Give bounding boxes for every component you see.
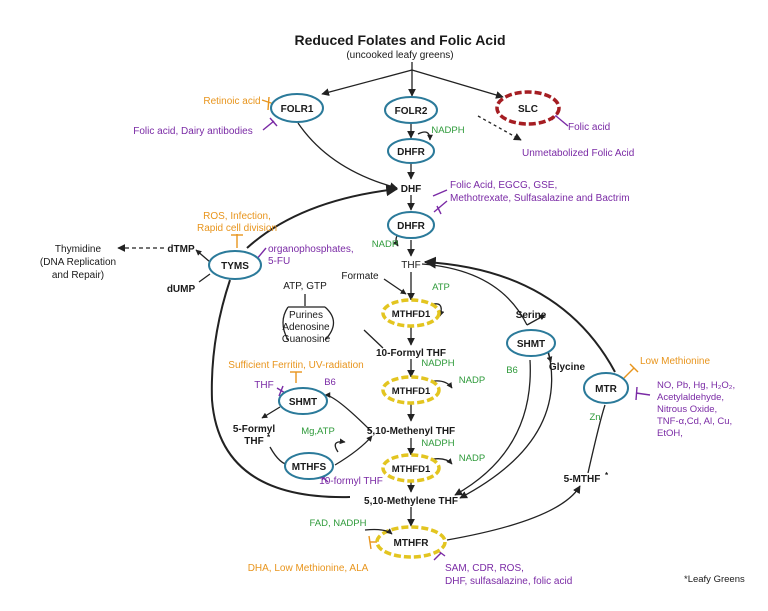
inhibitor-folr1: Folic acid, Dairy antibodies xyxy=(133,126,253,137)
enzyme-mtr: MTR xyxy=(583,372,629,404)
enzyme-tyms-label: TYMS xyxy=(221,261,249,272)
inhibitor-mtr-line4: TNF-α,Cd, Al, Cu, xyxy=(657,416,732,427)
inhibitor-mthfr-line1: SAM, CDR, ROS, xyxy=(445,563,524,574)
enzyme-slc: SLC xyxy=(495,90,561,126)
cofactor-nadph-mthfd1-mid: NADPH xyxy=(421,358,454,369)
cofactor-b6-right: B6 xyxy=(506,365,518,376)
cofactor-zn: Zn xyxy=(589,412,600,423)
enzyme-dhfr-bottom: DHFR xyxy=(387,211,435,239)
metabolite-10-formyl-thf: 10-Formyl THF xyxy=(376,348,446,359)
metabolite-thf: THF xyxy=(401,260,420,271)
metabolite-5-formyl-line2: THF xyxy=(244,436,263,447)
enzyme-tyms: TYMS xyxy=(208,250,262,280)
purines-group: ATP, GTP Purines Adenosine Guanosine xyxy=(282,281,335,345)
metabolite-5-mthf: 5-MTHF xyxy=(564,474,601,485)
metabolite-methenyl-thf: 5,10-Methenyl THF xyxy=(367,426,455,437)
cofactor-nadp-dhfr: NADP xyxy=(372,239,398,250)
metabolite-dump: dUMP xyxy=(167,284,196,295)
inhibitor-tyms-line1: organophosphates, xyxy=(268,244,354,255)
adenosine-label: Adenosine xyxy=(282,322,330,333)
inhibitor-mthfr-line2: DHF, sulfasalazine, folic acid xyxy=(445,576,572,587)
enzyme-mthfd1-bottom: MTHFD1 xyxy=(381,453,441,483)
enzyme-shmt-left: SHMT xyxy=(278,387,328,415)
enzyme-slc-label: SLC xyxy=(518,104,538,115)
enhancer-ferritin: Sufficient Ferritin, UV-radiation xyxy=(228,360,363,371)
cofactor-b6-left: B6 xyxy=(324,377,336,388)
enhancer-ros-line1: ROS, Infection, xyxy=(203,211,271,222)
enhancer-ros-line2: Rapid cell division xyxy=(197,223,277,234)
inhibitor-mtr-line3: Nitrous Oxide, xyxy=(657,404,717,415)
enhancer-dha: DHA, Low Methionine, ALA xyxy=(248,563,369,574)
enzyme-folr2: FOLR2 xyxy=(384,96,438,124)
cofactor-nadph-dhfr: NADPH xyxy=(431,125,464,136)
cofactor-fad-nadph: FAD, NADPH xyxy=(309,518,366,529)
diagram-subtitle: (uncooked leafy greens) xyxy=(346,50,453,61)
enzyme-folr2-label: FOLR2 xyxy=(395,106,428,117)
purines-label: Purines xyxy=(289,310,323,321)
metabolite-dtmp: dTMP xyxy=(167,244,195,255)
enzyme-mthfs-label: MTHFS xyxy=(292,462,327,473)
thymidine-line1: Thymidine xyxy=(55,244,102,255)
metabolite-5-formyl-line1: 5-Formyl xyxy=(233,424,275,435)
enzyme-shmt-left-label: SHMT xyxy=(289,397,317,408)
enzyme-mthfd1-mid: MTHFD1 xyxy=(381,375,441,405)
enzyme-folr1: FOLR1 xyxy=(270,93,324,123)
inhibitor-dhfr-line2: Methotrexate, Sulfasalazine and Bactrim xyxy=(450,193,630,204)
metabolite-formate: Formate xyxy=(341,271,379,282)
metabolite-methylene-thf: 5,10-Methylene THF xyxy=(364,496,458,507)
cofactor-atp-mthfd1: ATP xyxy=(432,282,450,293)
inhibitor-slc: Folic acid xyxy=(568,122,610,133)
inhibitor-mtr-line5: EtOH, xyxy=(657,428,683,439)
thf-small-label: THF xyxy=(254,380,273,391)
metabolite-dhf: DHF xyxy=(401,184,422,195)
metabolite-5-mthf-star: * xyxy=(605,471,609,480)
footnote-leafy-greens: *Leafy Greens xyxy=(684,574,745,585)
cofactor-mg-atp: Mg,ATP xyxy=(301,426,335,437)
cofactor-nadph-mthfd1-bottom: NADPH xyxy=(421,438,454,449)
metabolite-5-formyl-star: * xyxy=(267,433,271,442)
cofactor-nadp-mthfd1-mid: NADP xyxy=(459,375,485,386)
inhibitor-mtr-line2: Acetylaldehyde, xyxy=(657,392,724,403)
thymidine-line3: and Repair) xyxy=(52,270,104,281)
enzyme-shmt-right-label: SHMT xyxy=(517,339,545,350)
metabolite-serine: Serine xyxy=(516,310,547,321)
enzyme-mthfd1-top: MTHFD1 xyxy=(381,298,441,328)
enzyme-dhfr-top: DHFR xyxy=(387,138,435,164)
diagram-title: Reduced Folates and Folic Acid xyxy=(294,32,505,48)
10-formyl-thf-small: 10-formyl THF xyxy=(319,476,383,487)
enzyme-mthfd1-bottom-label: MTHFD1 xyxy=(392,464,431,475)
guanosine-label: Guanosine xyxy=(282,334,331,345)
unmetabolized-folic-acid: Unmetabolized Folic Acid xyxy=(522,148,634,159)
enhancer-low-methionine: Low Methionine xyxy=(640,356,710,367)
enzyme-mthfr: MTHFR xyxy=(375,525,447,559)
enzyme-dhfr-bottom-label: DHFR xyxy=(397,221,426,232)
inhibitor-dhfr-line1: Folic Acid, EGCG, GSE, xyxy=(450,180,557,191)
enzyme-mthfr-label: MTHFR xyxy=(394,538,430,549)
cofactor-nadp-mthfd1-bottom: NADP xyxy=(459,453,485,464)
metabolite-glycine: Glycine xyxy=(549,362,586,373)
atp-gtp-label: ATP, GTP xyxy=(283,281,327,292)
inhibitor-mtr-line1: NO, Pb, Hg, H₂O₂, xyxy=(657,380,735,391)
enzyme-mthfs: MTHFS xyxy=(284,452,334,480)
enzyme-mthfd1-mid-label: MTHFD1 xyxy=(392,386,431,397)
enzyme-mtr-label: MTR xyxy=(595,384,617,395)
enzyme-mthfd1-top-label: MTHFD1 xyxy=(392,309,431,320)
thymidine-line2: (DNA Replication xyxy=(40,257,116,268)
inhibitor-tyms-line2: 5-FU xyxy=(268,256,290,267)
enzyme-folr1-label: FOLR1 xyxy=(281,104,314,115)
enhancer-retinoic-acid: Retinoic acid xyxy=(203,96,260,107)
enzyme-shmt-right: SHMT xyxy=(506,329,556,357)
enzyme-dhfr-top-label: DHFR xyxy=(397,147,426,158)
